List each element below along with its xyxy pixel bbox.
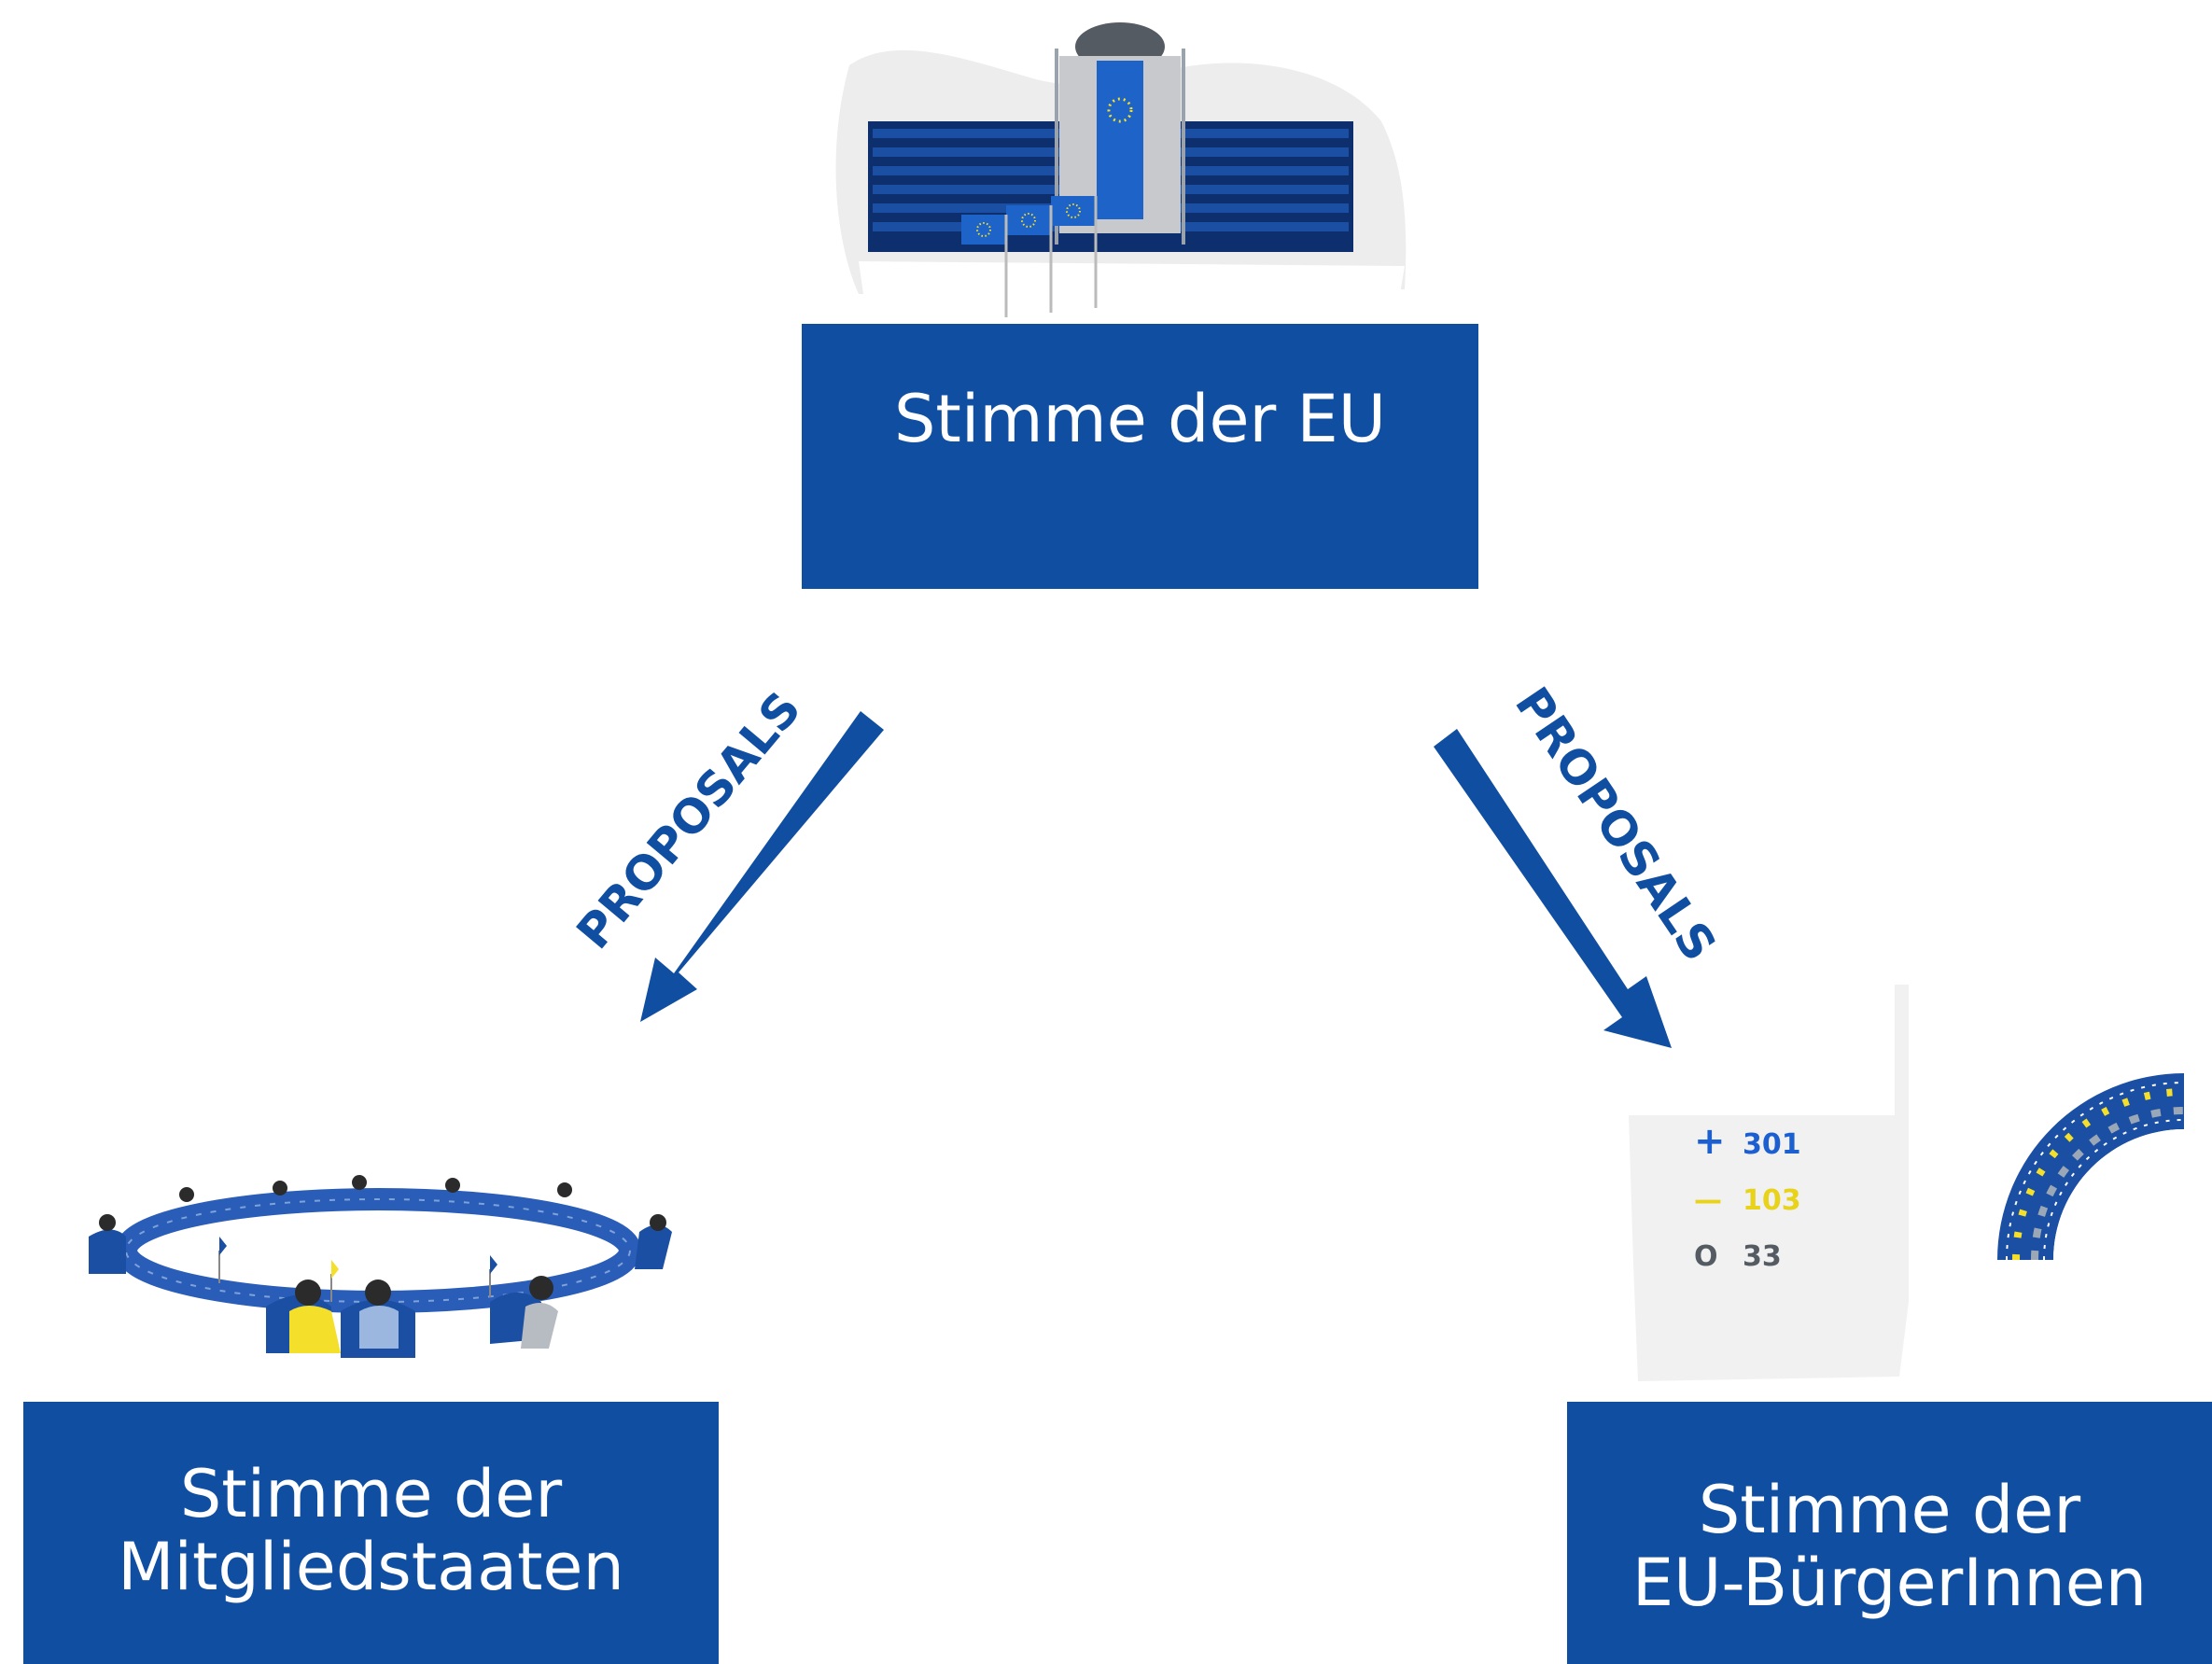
node-eu-label: Stimme der EU (893, 381, 1387, 457)
node-eu: Stimme der EU (802, 324, 1478, 589)
circle-icon: O (1694, 1240, 1718, 1273)
arrow-to-member-states: PROPOSALS (567, 681, 884, 1022)
edge-label-left: PROPOSALS (567, 681, 812, 958)
node-member-states-line1: Stimme der (179, 1456, 563, 1532)
parliament-hemicycle-icon: +301 — 103 O 33 (1629, 985, 2189, 1386)
node-citizens-label: Stimme der EU-BürgerInnen (1567, 1474, 2212, 1619)
node-member-states-label: Stimme der Mitgliedstaaten (23, 1458, 719, 1603)
node-member-states-line2: Mitgliedstaaten (118, 1529, 624, 1605)
vote-against-count: 103 (1743, 1184, 1801, 1217)
plus-icon: + (1694, 1120, 1726, 1163)
vote-against-row: — 103 (1694, 1173, 1834, 1229)
eu-commission-building-icon (835, 22, 1407, 317)
node-member-states: Stimme der Mitgliedstaaten (23, 1402, 719, 1664)
node-citizens-line1: Stimme der (1698, 1472, 2081, 1548)
edge-label-right: PROPOSALS (1505, 678, 1727, 971)
round-table-meeting-icon (89, 1175, 672, 1358)
minus-icon: — (1694, 1184, 1722, 1217)
vote-abstain-row: O 33 (1694, 1229, 1834, 1285)
node-citizens-line2: EU-BürgerInnen (1631, 1545, 2148, 1621)
vote-for-count: 301 (1743, 1128, 1801, 1161)
node-citizens: Stimme der EU-BürgerInnen (1567, 1402, 2212, 1664)
vote-for-row: +301 (1694, 1113, 1834, 1173)
vote-abstain-count: 33 (1743, 1240, 1782, 1273)
